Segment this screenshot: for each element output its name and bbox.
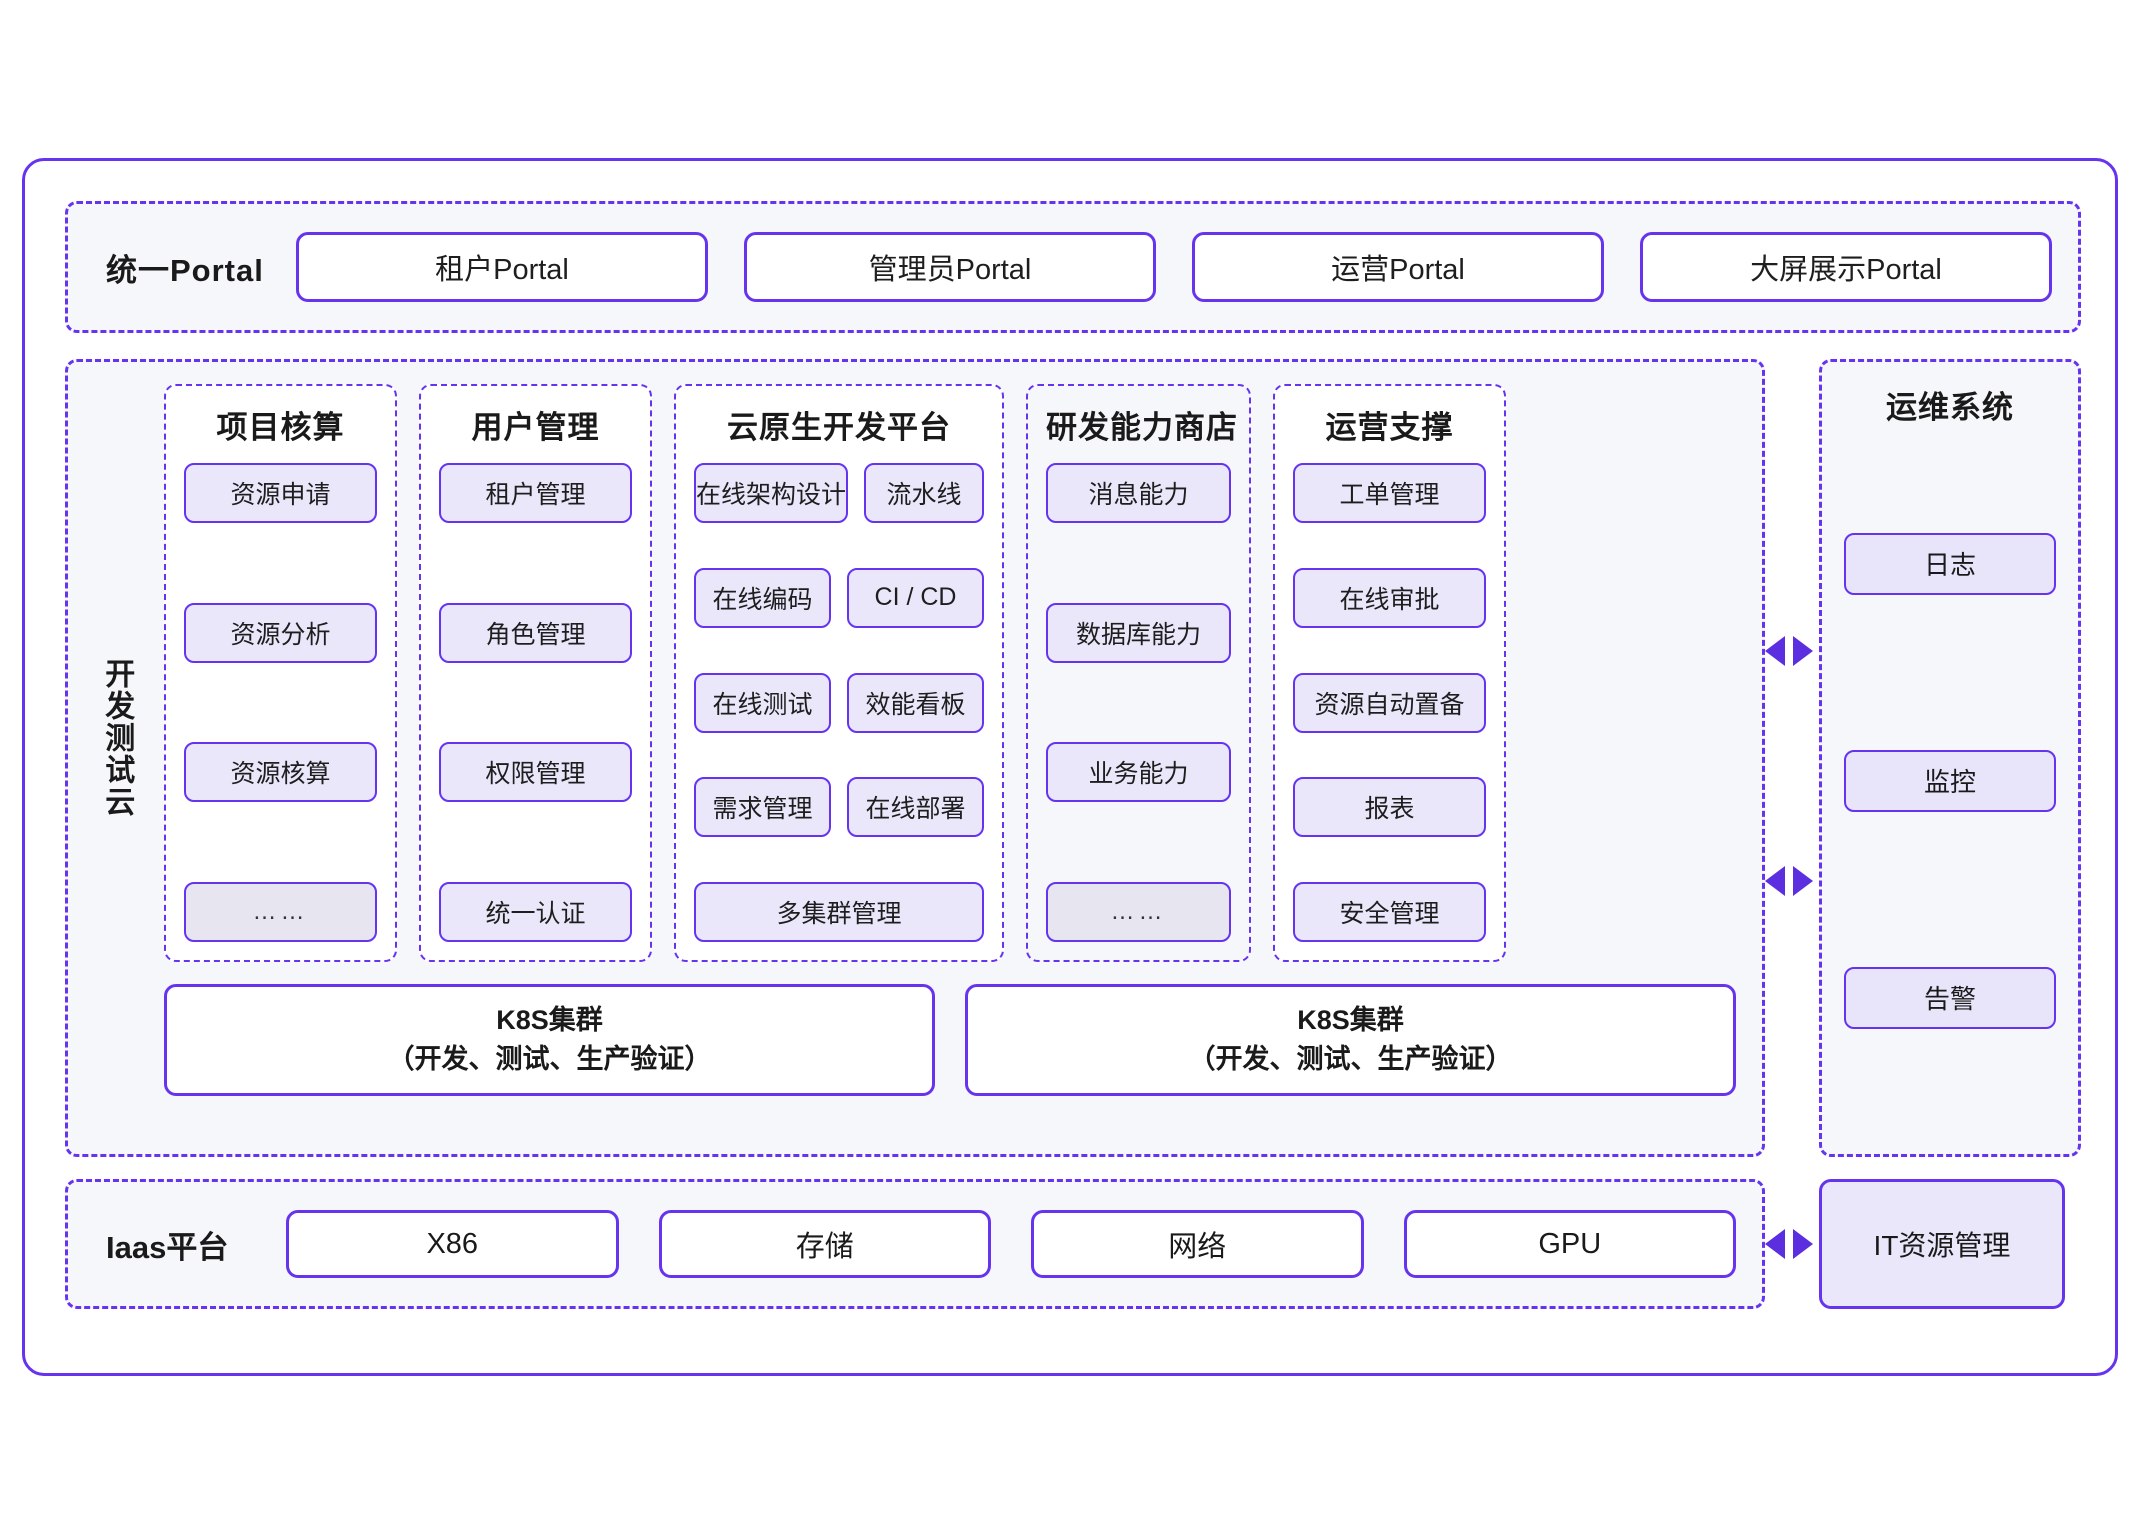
capability-column-user-management: 用户管理 租户管理 角色管理 权限管理 统一认证 [419,384,652,962]
chip-resource-accounting[interactable]: 资源核算 [184,742,377,803]
chip-message-capability[interactable]: 消息能力 [1046,463,1231,523]
capability-column-rd-capability-store: 研发能力商店 消息能力 数据库能力 业务能力 …… [1026,384,1251,962]
column-title: 运营支撑 [1325,410,1454,445]
column-title: 项目核算 [216,410,345,445]
arrow-right-icon [1793,1229,1813,1259]
portal-chip-list: 租户Portal 管理员Portal 运营Portal 大屏展示Portal [296,232,2052,302]
capability-column-operation-support: 运营支撑 工单管理 在线审批 资源自动置备 报表 安全管理 [1273,384,1506,962]
arrow-left-icon [1765,636,1785,666]
portal-chip-bigscreen[interactable]: 大屏展示Portal [1640,232,2052,302]
chip-security-management[interactable]: 安全管理 [1293,882,1486,942]
chip-more-ellipsis[interactable]: …… [1046,881,1231,942]
chip-business-capability[interactable]: 业务能力 [1046,742,1231,803]
chip-report[interactable]: 报表 [1293,777,1486,838]
bidirectional-arrow-icon-ops-top [1765,636,1813,666]
chip-alarm[interactable]: 告警 [1844,966,2056,1029]
column-chip-stack: 租户管理 角色管理 权限管理 统一认证 [439,463,632,942]
chip-ticket-management[interactable]: 工单管理 [1293,463,1486,523]
chip-online-coding[interactable]: 在线编码 [694,567,831,628]
devtest-cloud-section: 开发测试云 项目核算 资源申请 资源分析 资源核算 …… 用户管理 [65,359,1765,1157]
chip-resource-analysis[interactable]: 资源分析 [184,602,377,663]
chip-gpu[interactable]: GPU [1403,1210,1736,1278]
arrow-right-icon [1793,636,1813,666]
chip-online-testing[interactable]: 在线测试 [694,672,831,733]
chip-online-deployment[interactable]: 在线部署 [847,777,984,838]
arrow-right-icon [1793,866,1813,896]
chip-pipeline[interactable]: 流水线 [864,463,984,523]
iaas-platform-title: Iaas平台 [106,1229,229,1265]
ops-system-title: 运维系统 [1886,390,2014,425]
k8s-subtitle: （开发、测试、生产验证） [1188,1044,1513,1074]
chip-unified-authentication[interactable]: 统一认证 [439,881,632,942]
it-resource-management-box[interactable]: IT资源管理 [1819,1179,2065,1309]
architecture-diagram: 统一Portal 租户Portal 管理员Portal 运营Portal 大屏展… [22,158,2118,1376]
column-chip-grid: 在线架构设计 流水线 在线编码 CI / CD 在线测试 效能看板 需求管理 [694,463,984,942]
chip-more-ellipsis[interactable]: …… [184,881,377,942]
chip-auto-resource-provisioning[interactable]: 资源自动置备 [1293,672,1486,733]
bidirectional-arrow-icon-iaas [1765,1229,1813,1259]
bidirectional-arrow-icon-ops-bottom [1765,866,1813,896]
portal-chip-tenant[interactable]: 租户Portal [296,232,708,302]
capability-column-project-accounting: 项目核算 资源申请 资源分析 资源核算 …… [164,384,397,962]
chip-resource-application[interactable]: 资源申请 [184,463,377,523]
chip-row: 多集群管理 [694,882,984,942]
column-title: 研发能力商店 [1046,410,1238,445]
portal-section: 统一Portal 租户Portal 管理员Portal 运营Portal 大屏展… [65,201,2081,333]
devtest-cloud-label: 开发测试云 [100,658,134,818]
chip-database-capability[interactable]: 数据库能力 [1046,602,1231,663]
portal-chip-admin[interactable]: 管理员Portal [744,232,1156,302]
capability-column-list: 项目核算 资源申请 资源分析 资源核算 …… 用户管理 租户管理 角色管理 权限… [164,384,1736,962]
column-chip-stack: 资源申请 资源分析 资源核算 …… [184,463,377,942]
column-title: 用户管理 [471,410,600,445]
devtest-cloud-body: 项目核算 资源申请 资源分析 资源核算 …… 用户管理 租户管理 角色管理 权限… [164,362,1762,1154]
column-chip-stack: 消息能力 数据库能力 业务能力 …… [1046,463,1231,942]
chip-x86[interactable]: X86 [286,1210,619,1278]
ops-chip-list: 日志 监控 告警 [1844,455,2056,1134]
chip-tenant-management[interactable]: 租户管理 [439,463,632,523]
chip-permission-management[interactable]: 权限管理 [439,742,632,803]
k8s-cluster-row: K8S集群 （开发、测试、生产验证） K8S集群 （开发、测试、生产验证） [164,984,1736,1096]
iaas-platform-section: Iaas平台 X86 存储 网络 GPU [65,1179,1765,1309]
k8s-cluster-box-1[interactable]: K8S集群 （开发、测试、生产验证） [164,984,935,1096]
column-chip-stack: 工单管理 在线审批 资源自动置备 报表 安全管理 [1293,463,1486,942]
chip-storage[interactable]: 存储 [658,1210,991,1278]
k8s-title: K8S集群 [1297,1004,1404,1035]
chip-row: 需求管理 在线部署 [694,777,984,838]
chip-role-management[interactable]: 角色管理 [439,602,632,663]
chip-online-approval[interactable]: 在线审批 [1293,567,1486,628]
chip-log[interactable]: 日志 [1844,532,2056,595]
k8s-subtitle: （开发、测试、生产验证） [387,1044,712,1074]
chip-requirement-management[interactable]: 需求管理 [694,777,831,838]
portal-chip-operations[interactable]: 运营Portal [1192,232,1604,302]
column-title: 云原生开发平台 [727,410,951,445]
chip-row: 在线测试 效能看板 [694,672,984,733]
arrow-left-icon [1765,866,1785,896]
arrow-left-icon [1765,1229,1785,1259]
chip-network[interactable]: 网络 [1031,1210,1364,1278]
chip-multi-cluster-management[interactable]: 多集群管理 [694,882,984,942]
chip-row: 在线编码 CI / CD [694,567,984,628]
iaas-chip-list: X86 存储 网络 GPU [286,1210,1736,1278]
chip-online-architecture-design[interactable]: 在线架构设计 [694,463,849,523]
portal-section-title: 统一Portal [106,252,264,288]
k8s-cluster-box-2[interactable]: K8S集群 （开发、测试、生产验证） [965,984,1736,1096]
ops-system-section: 运维系统 日志 监控 告警 [1819,359,2081,1157]
capability-column-cloud-native-platform: 云原生开发平台 在线架构设计 流水线 在线编码 CI / CD 在线测试 效能看 [674,384,1004,962]
chip-row: 在线架构设计 流水线 [694,463,984,523]
k8s-title: K8S集群 [496,1004,603,1035]
chip-monitoring[interactable]: 监控 [1844,749,2056,812]
chip-efficiency-dashboard[interactable]: 效能看板 [847,672,984,733]
chip-ci-cd[interactable]: CI / CD [847,567,984,628]
